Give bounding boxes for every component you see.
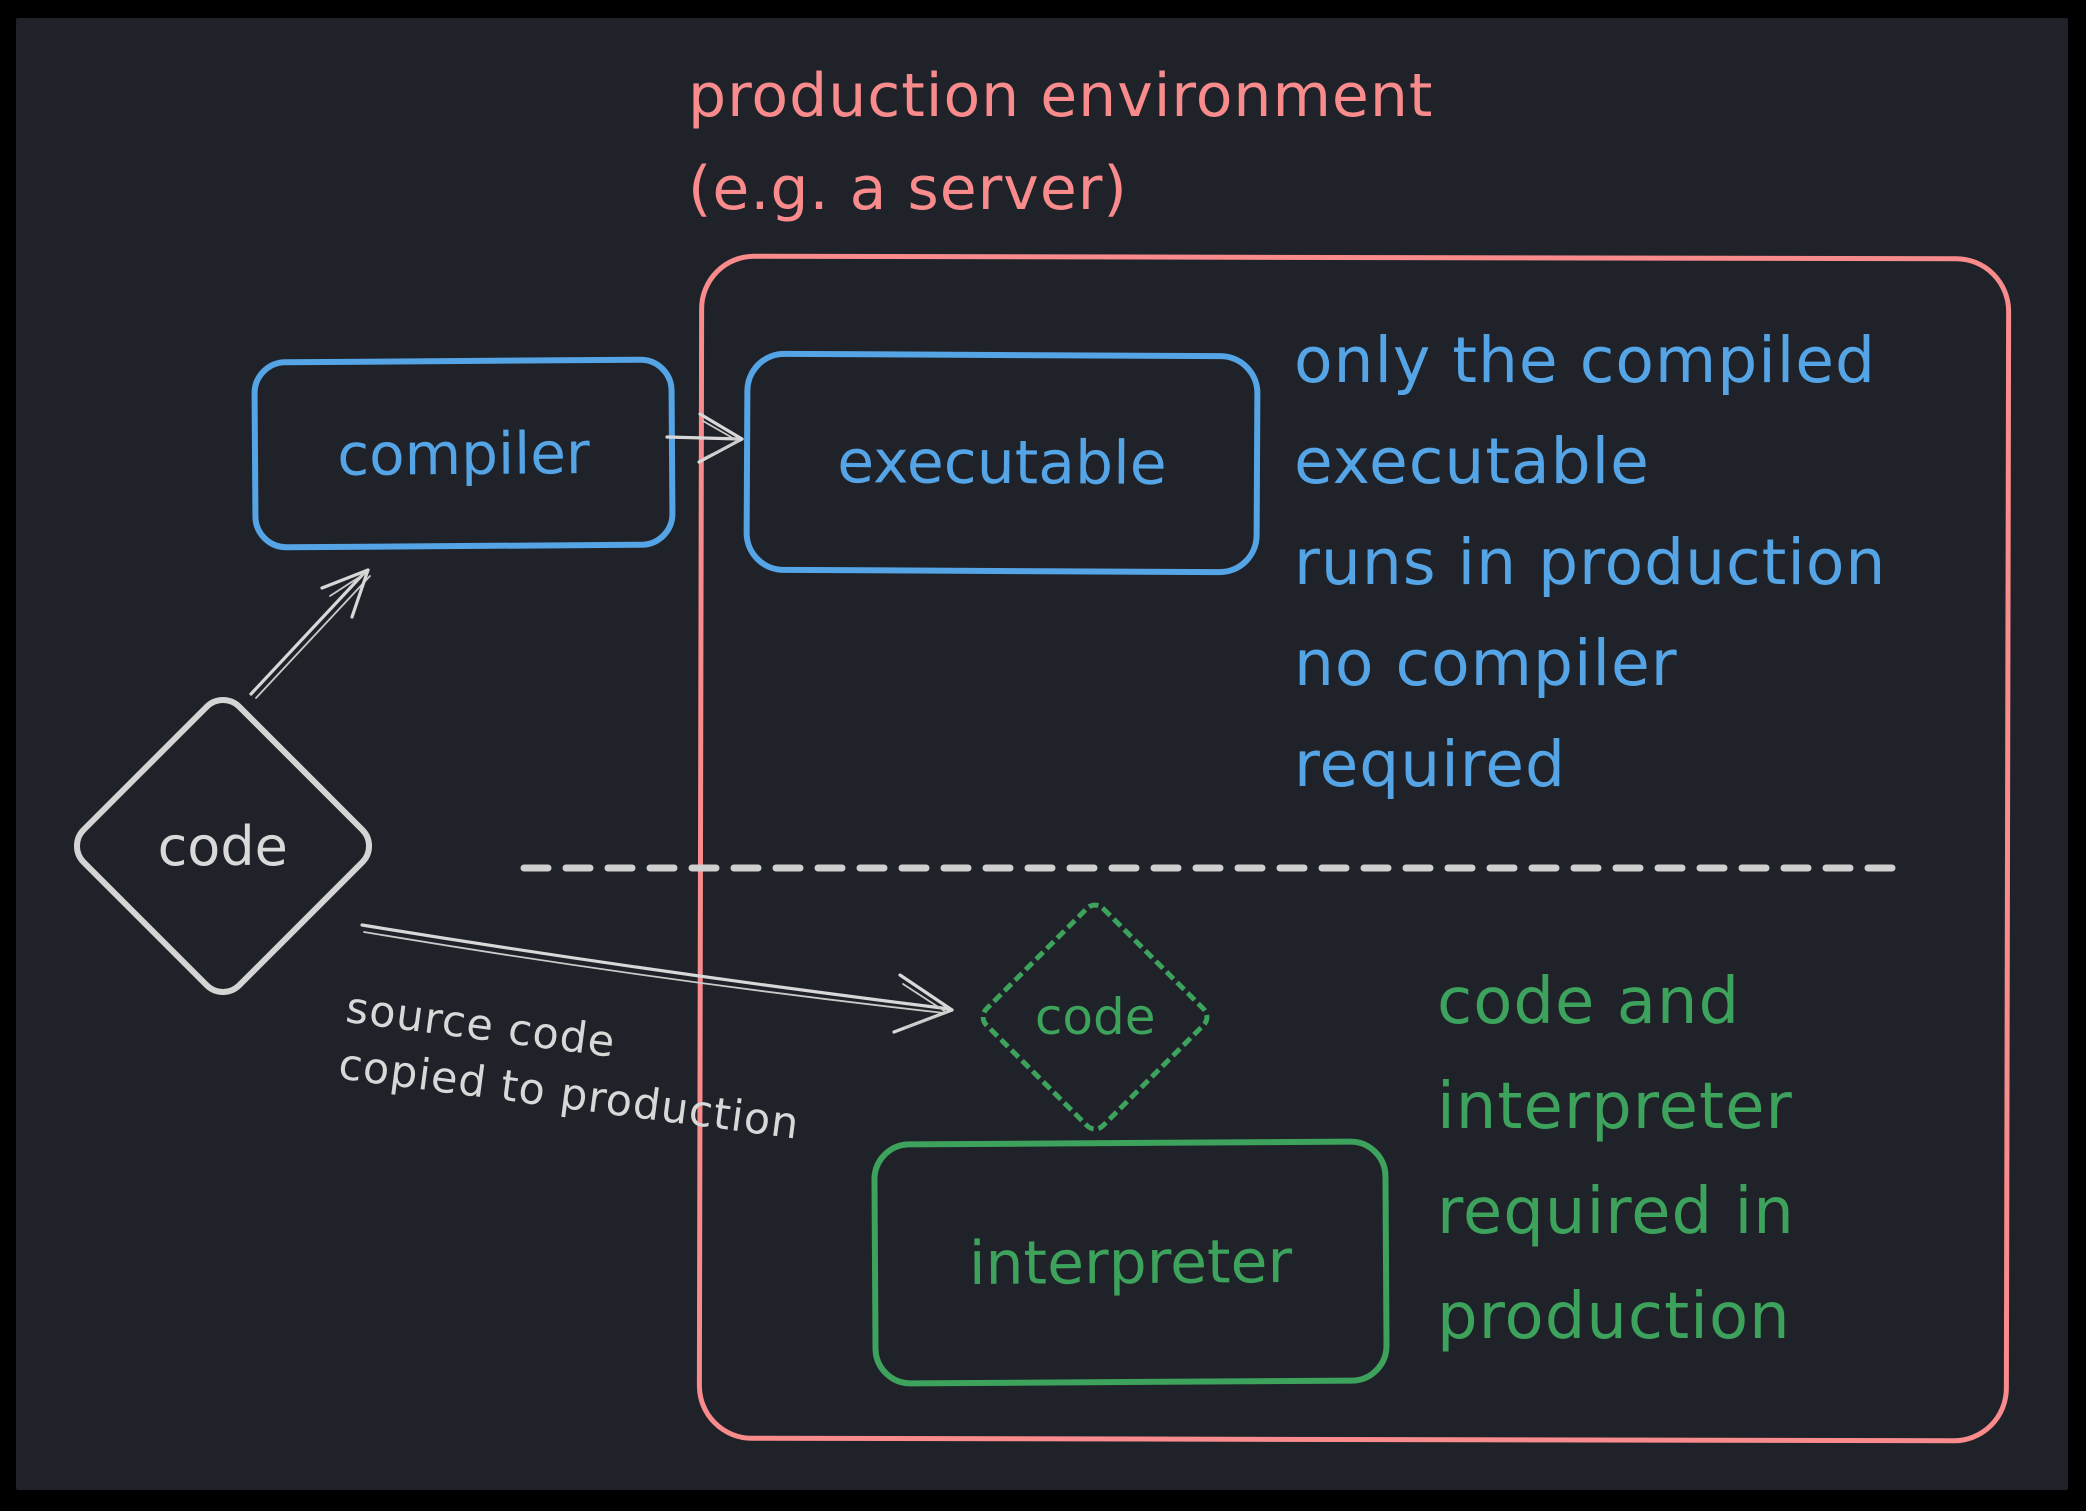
title-line-1: production environment [688,61,1434,131]
source-code-label: code [157,814,289,878]
prod-code-label: code [1034,988,1156,1046]
compiler-node: compiler [251,356,676,551]
page-title: production environment (e.g. a server) [688,50,1433,236]
drawing-background [16,18,2068,1490]
compiled-note-line: only the compiled [1294,324,1877,397]
interpreted-note-line: interpreter [1437,1070,1793,1144]
compiled-note-line: runs in production [1294,526,1887,599]
executable-node: executable [743,350,1261,576]
interpreted-note-line: required in [1437,1175,1795,1249]
compiled-note-line: required [1294,728,1566,801]
title-line-2: (e.g. a server) [688,154,1128,224]
interpreted-note: code and interpreter required in product… [1437,950,1795,1370]
compiler-label: compiler [337,418,590,489]
interpreter-node: interpreter [871,1138,1390,1387]
interpreted-note-line: code and [1437,965,1741,1039]
interpreted-note-line: production [1437,1280,1791,1354]
executable-label: executable [837,427,1167,499]
compiled-note: only the compiled executable runs in pro… [1294,310,1886,815]
compiled-note-line: executable [1294,425,1650,498]
interpreter-label: interpreter [968,1226,1293,1299]
compiled-note-line: no compiler [1294,627,1678,700]
